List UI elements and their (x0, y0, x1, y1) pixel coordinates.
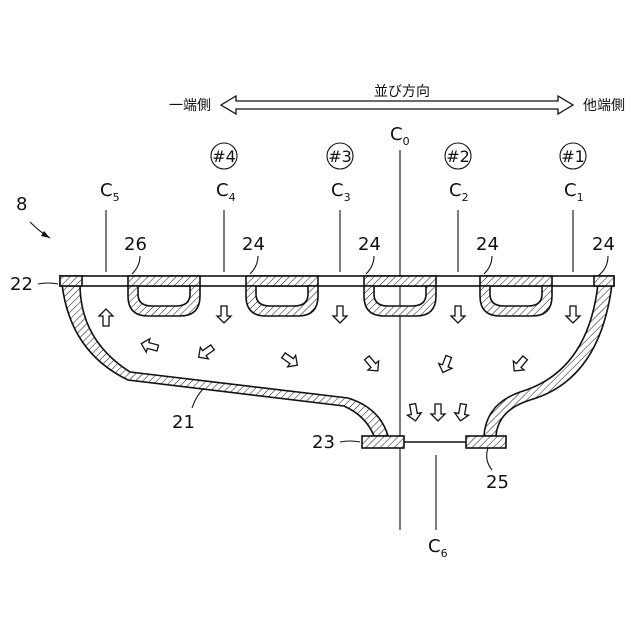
leader-26 (132, 256, 140, 274)
cylinder-badge: #4 (211, 143, 237, 169)
direction-left-end-label: 一端側 (169, 98, 211, 114)
flow-arrow-icon (454, 403, 471, 422)
ref-pocket-24: 24 (592, 234, 615, 255)
flow-arrow-icon (279, 350, 301, 371)
flow-arrow-icon (333, 306, 347, 323)
flow-arrow-icon (431, 404, 445, 421)
center-label-c0: C0 (390, 124, 410, 148)
outlet-flange-left (362, 436, 404, 448)
ref-wall-21: 21 (172, 412, 195, 433)
leader-24 (598, 256, 608, 276)
flow-arrow-icon (99, 309, 113, 326)
figure-leader-arrow-icon (41, 231, 50, 238)
flow-arrow-icon (406, 403, 423, 422)
ref-pocket-24: 24 (358, 234, 381, 255)
leader-24 (250, 256, 258, 274)
flow-arrow-icon (139, 337, 159, 355)
cylinder-labels: #4 #3 #2 #1 (211, 143, 586, 169)
center-label-c3: C3 (331, 180, 351, 204)
figure-number: 8 (16, 194, 27, 215)
ref-outlet-23: 23 (312, 432, 335, 453)
cylinder-number: #1 (561, 147, 585, 166)
direction-right-end-label: 他端側 (583, 98, 625, 114)
figure-label: 8 (16, 194, 50, 238)
direction-label: 並び方向 (374, 84, 430, 100)
flow-arrow-icon (509, 353, 531, 375)
ref-weld-25: 25 (486, 472, 509, 493)
flow-arrow-icon (566, 306, 580, 323)
cylinder-number: #3 (328, 147, 352, 166)
pocket-cylinder-4 (128, 276, 200, 316)
center-label-c5: C5 (100, 180, 120, 204)
leader-24 (484, 256, 492, 274)
center-label-c4: C4 (216, 180, 236, 204)
arrangement-direction: 並び方向 一端側 他端側 (169, 84, 625, 114)
leader-25 (487, 448, 492, 470)
ref-pocket-26: 26 (124, 234, 147, 255)
pocket-cylinder-1 (480, 276, 552, 316)
center-label-c6: C6 (428, 536, 448, 560)
flow-arrow-icon (451, 306, 465, 323)
cylinder-badge: #1 (560, 143, 586, 169)
flange-end-right (594, 276, 614, 286)
flange-end-left (60, 276, 82, 286)
flow-arrow-icon (195, 342, 217, 363)
center-label-c2: C2 (449, 180, 469, 204)
flow-arrow-icon (361, 353, 383, 375)
leader-22 (38, 283, 58, 284)
ref-pocket-24: 24 (242, 234, 265, 255)
cylinder-badge: #2 (445, 143, 471, 169)
cylinder-number: #4 (212, 147, 236, 166)
cylinder-number: #2 (446, 147, 470, 166)
flow-arrow-icon (436, 354, 455, 375)
center-label-c1: C1 (564, 180, 584, 204)
ref-pocket-24: 24 (476, 234, 499, 255)
cylinder-badge: #3 (327, 143, 353, 169)
outlet-flange-right (466, 436, 506, 448)
leader-23 (340, 441, 360, 442)
ref-flange-22: 22 (10, 274, 33, 295)
center-line-labels: C5 C4 C3 C2 C1 C0 C6 (100, 124, 584, 560)
pocket-cylinder-3 (246, 276, 318, 316)
leader-24 (366, 256, 374, 274)
flow-arrow-icon (217, 306, 231, 323)
leader-21 (192, 388, 204, 408)
